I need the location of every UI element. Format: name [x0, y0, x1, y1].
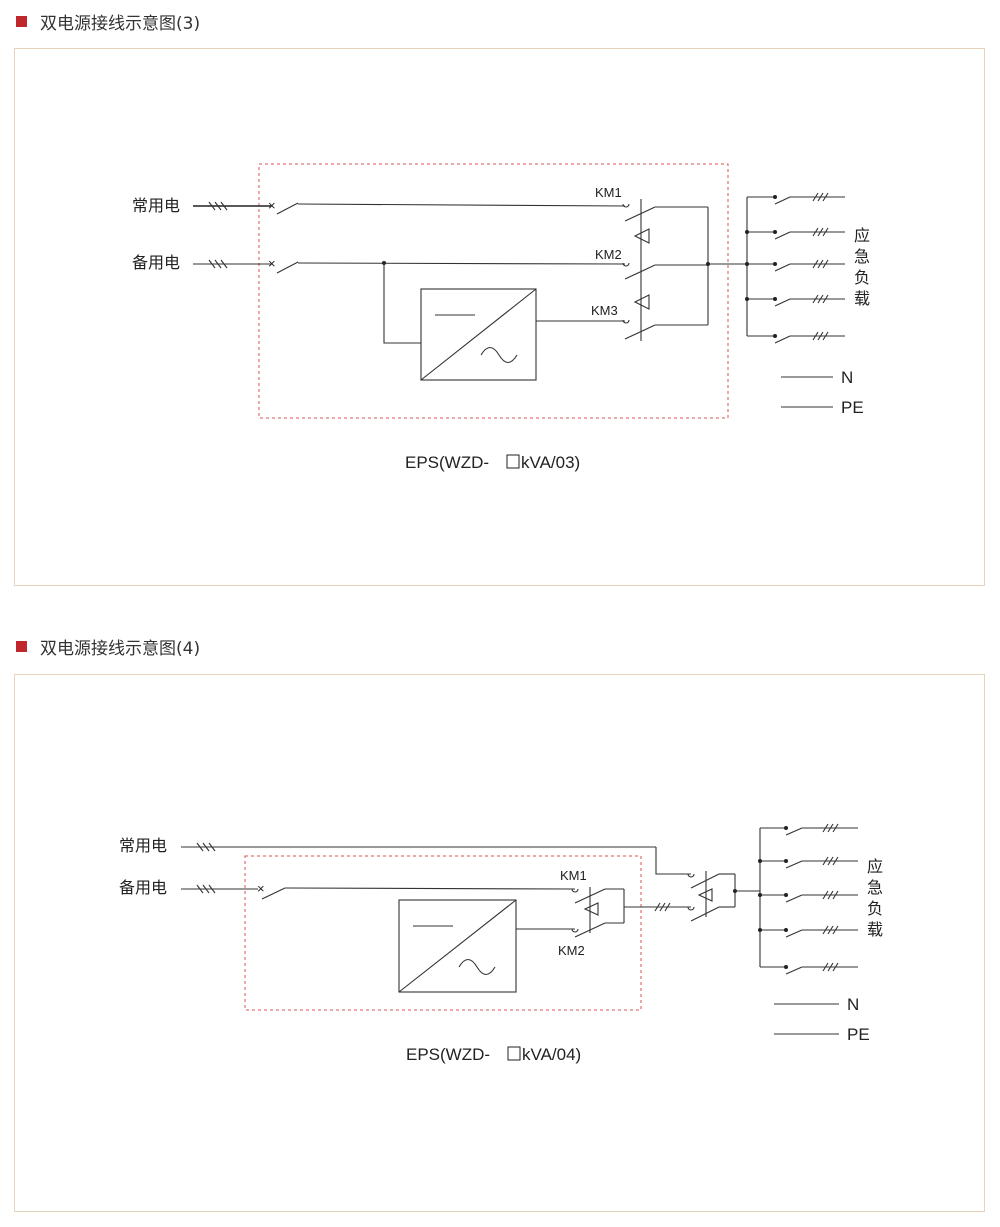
- load-label-char: 载: [854, 289, 870, 308]
- load-bus: [745, 195, 777, 338]
- normal-power-label: 常用电: [119, 836, 167, 855]
- km2-label: KM2: [558, 943, 585, 958]
- load-label-char: 急: [854, 247, 870, 266]
- caption-suffix: kVA/03): [521, 453, 580, 472]
- section-title-text: 双电源接线示意图(3): [40, 13, 201, 34]
- blank-box-icon: [507, 1046, 521, 1061]
- section-title-3: 双电源接线示意图(3): [16, 9, 201, 34]
- backup-power-label: 备用电: [119, 878, 167, 897]
- pe-label: PE: [847, 1025, 870, 1044]
- contactor-group: [622, 199, 747, 341]
- svg-text:×: ×: [268, 256, 276, 271]
- load-label-char: 应: [867, 857, 883, 876]
- diagram-panel-3: 常用电 备用电 × × KM1 KM2 KM3: [14, 48, 985, 586]
- eps-enclosure: [244, 855, 642, 1011]
- eps-contactor: [571, 887, 691, 938]
- svg-text:×: ×: [257, 881, 265, 896]
- wiring-diagram-3: 常用电 备用电 × × KM1 KM2 KM3: [132, 163, 870, 472]
- n-label: N: [841, 368, 853, 387]
- inverter-module: [398, 899, 575, 993]
- eps-caption: EPS(WZD- kVA/03): [405, 453, 580, 472]
- diagram-panel-4: 常用电 备用电 × KM1 KM2: [14, 674, 985, 1212]
- km1-label: KM1: [560, 868, 587, 883]
- normal-power-line: ×: [193, 198, 626, 215]
- backup-power-line: ×: [193, 256, 626, 344]
- load-label-char: 负: [867, 899, 883, 918]
- pe-label: PE: [841, 398, 864, 417]
- svg-text:×: ×: [268, 198, 276, 213]
- section-title-4: 双电源接线示意图(4): [16, 634, 201, 659]
- caption-prefix: EPS(WZD-: [405, 453, 489, 472]
- title-marker-icon: [16, 640, 27, 652]
- load-branches: [774, 192, 845, 344]
- backup-power-label: 备用电: [132, 253, 180, 272]
- load-branches: [785, 823, 858, 975]
- inverter-module: [420, 288, 625, 381]
- normal-power-line: [181, 842, 691, 875]
- km1-label: KM1: [595, 185, 622, 200]
- load-label-char: 载: [867, 920, 883, 939]
- title-marker-icon: [16, 15, 27, 27]
- load-label-char: 负: [854, 268, 870, 287]
- load-label-char: 应: [854, 226, 870, 245]
- wiring-diagram-4: 常用电 备用电 × KM1 KM2: [119, 823, 883, 1064]
- load-bus: [758, 826, 788, 969]
- load-label-char: 急: [867, 878, 883, 897]
- km2-label: KM2: [595, 247, 622, 262]
- normal-power-label: 常用电: [132, 196, 180, 215]
- transfer-switch: [687, 871, 760, 922]
- section-title-text: 双电源接线示意图(4): [40, 638, 201, 659]
- eps-caption: EPS(WZD- kVA/04): [406, 1045, 581, 1064]
- caption-prefix: EPS(WZD-: [406, 1045, 490, 1064]
- caption-suffix: kVA/04): [522, 1045, 581, 1064]
- backup-power-line: ×: [181, 881, 576, 900]
- n-label: N: [847, 995, 859, 1014]
- km3-label: KM3: [591, 303, 618, 318]
- blank-box-icon: [506, 454, 520, 469]
- eps-enclosure: [258, 163, 729, 419]
